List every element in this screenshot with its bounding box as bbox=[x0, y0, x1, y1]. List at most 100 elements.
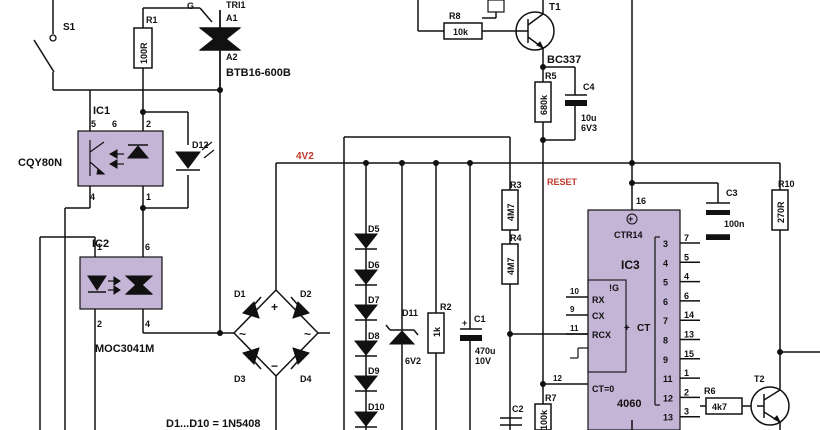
ic3-pin-12: 12 bbox=[553, 374, 562, 383]
resistor-r10: R10 270R bbox=[771, 163, 820, 355]
ic3-output-pin: 3 bbox=[684, 407, 689, 417]
ic3-pin-11: 11 bbox=[570, 324, 579, 333]
r1-ref: R1 bbox=[146, 15, 158, 25]
r8-ref: R8 bbox=[449, 11, 461, 21]
ic3-pin-9: 9 bbox=[570, 305, 575, 314]
ic3-pin-10: 10 bbox=[570, 287, 579, 296]
capacitor-c1: + C1 470u 10V bbox=[460, 163, 496, 430]
r5-value: 680k bbox=[539, 94, 549, 115]
ic1-part-number: CQY80N bbox=[18, 157, 62, 169]
c4-ref: C4 bbox=[583, 82, 595, 92]
ic3-output-bit: 12 bbox=[663, 393, 673, 403]
ic3-output-bit: 5 bbox=[663, 278, 668, 288]
ic3-pin16: 16 bbox=[636, 196, 646, 206]
bridge-d4-label: D4 bbox=[300, 374, 312, 384]
resistor-r8: R8 10k bbox=[417, 0, 516, 40]
capacitor-c2: C2 bbox=[500, 404, 524, 426]
c4-value: 10u bbox=[581, 113, 597, 123]
resistor-r5: R5 680k bbox=[534, 67, 557, 384]
resistor-r4: R4 4M7 bbox=[501, 230, 522, 430]
triac-tri1: G TRI1 A1 A2 BTB16-600B bbox=[143, 0, 291, 79]
ic3-cx-label: CX bbox=[592, 311, 605, 321]
resistor-r1: R1 100R bbox=[133, 8, 158, 138]
ic3-output-pin: 5 bbox=[684, 252, 689, 262]
r3-value: 4M7 bbox=[506, 203, 516, 221]
c3-value: 100n bbox=[724, 219, 745, 229]
ic3-ref: IC3 bbox=[621, 258, 640, 272]
transistor-t1: T1 BC337 bbox=[515, 0, 581, 67]
ic3-output-pin: 2 bbox=[684, 387, 689, 397]
triac-gate-label: G bbox=[187, 1, 194, 11]
bridge-d1-label: D1 bbox=[234, 289, 246, 299]
ic3-output-pin: 7 bbox=[684, 233, 689, 243]
triac-a2-label: A2 bbox=[226, 52, 238, 62]
d11-label: D11 bbox=[402, 308, 418, 318]
d11-value: 6V2 bbox=[405, 356, 421, 366]
ic3-output-bit: 3 bbox=[663, 239, 668, 249]
ic3-output-pin: 13 bbox=[684, 330, 694, 340]
r6-value: 4k7 bbox=[712, 402, 727, 412]
triac-ref: TRI1 bbox=[226, 0, 246, 10]
r7-value: 100k bbox=[539, 409, 549, 430]
d9-label: D9 bbox=[368, 366, 380, 376]
ic3-output-bit: 11 bbox=[663, 374, 673, 384]
d10-label: D10 bbox=[368, 402, 385, 412]
ic1-pin2: 2 bbox=[146, 119, 151, 129]
r2-value: 1k bbox=[432, 326, 442, 337]
t2-ref: T2 bbox=[754, 374, 765, 384]
c3-ref: C3 bbox=[726, 188, 738, 198]
bridge-ac-right-label: ~ bbox=[304, 327, 311, 341]
d5-label: D5 bbox=[368, 224, 380, 234]
triac-part-number: BTB16-600B bbox=[226, 67, 291, 79]
t1-part-number: BC337 bbox=[547, 54, 581, 66]
ic1-pin4: 4 bbox=[90, 192, 95, 202]
ic2-part-number: MOC3041M bbox=[95, 343, 154, 355]
ic1-pin6: 6 bbox=[112, 119, 117, 129]
ic3-rcx-plus: + bbox=[624, 323, 630, 334]
led-d12: D12 bbox=[175, 140, 215, 171]
ic3-reset-label: CT=0 bbox=[592, 384, 614, 394]
ic3-counter-label: CTR14 bbox=[614, 230, 643, 240]
ic1-ref: IC1 bbox=[93, 105, 110, 117]
diode-part-note: D1...D10 = 1N5408 bbox=[166, 418, 260, 430]
transistor-t2: T2 bbox=[750, 352, 790, 430]
r10-value: 270R bbox=[776, 201, 786, 223]
s1-label: S1 bbox=[63, 22, 76, 33]
bridge-d2-label: D2 bbox=[300, 289, 312, 299]
r4-value: 4M7 bbox=[506, 257, 516, 275]
ic3-output-bit: 13 bbox=[663, 413, 673, 423]
r8-value: 10k bbox=[453, 27, 469, 37]
ic3-output-bit: 6 bbox=[663, 297, 668, 307]
c4-voltage: 6V3 bbox=[581, 123, 597, 133]
bridge-ac-left-label: ~ bbox=[239, 327, 246, 341]
ic2-pin1: 1 bbox=[97, 242, 102, 252]
r10-ref: R10 bbox=[778, 179, 795, 189]
capacitor-c3: C3 100n bbox=[706, 183, 745, 240]
ic2-pin4: 4 bbox=[145, 319, 150, 329]
ic2-opto-triac: 1 6 2 4 IC2 MOC3041M bbox=[79, 238, 163, 355]
r6-ref: R6 bbox=[704, 386, 716, 396]
resistor-r3: R3 4M7 bbox=[343, 136, 522, 430]
ic3-output-bit: 4 bbox=[663, 258, 668, 268]
resistor-r2: R2 1k bbox=[427, 163, 452, 430]
c1-value: 470u bbox=[475, 346, 496, 356]
triac-a1-label: A1 bbox=[226, 13, 238, 23]
bridge-plus-label: + bbox=[271, 300, 278, 314]
c1-polarity: + bbox=[462, 318, 467, 328]
c1-voltage: 10V bbox=[475, 356, 491, 366]
bridge-rectifier: D1 D2 D3 D4 + − ~ ~ bbox=[233, 163, 330, 430]
d6-label: D6 bbox=[368, 260, 380, 270]
r5-ref: R5 bbox=[545, 71, 557, 81]
c2-ref: C2 bbox=[512, 404, 524, 414]
ic3-output-bit: 8 bbox=[663, 336, 668, 346]
zener-d11: D11 6V2 bbox=[385, 163, 421, 430]
capacitor-c4: C4 10u 6V3 bbox=[540, 67, 597, 143]
r3-ref: R3 bbox=[510, 180, 522, 190]
ic1-pin5: 5 bbox=[91, 119, 96, 129]
r2-ref: R2 bbox=[440, 302, 452, 312]
net-label-reset: RESET bbox=[547, 177, 578, 187]
ic3-output-pin: 14 bbox=[684, 310, 694, 320]
ic3-output-pin: 15 bbox=[684, 349, 694, 359]
